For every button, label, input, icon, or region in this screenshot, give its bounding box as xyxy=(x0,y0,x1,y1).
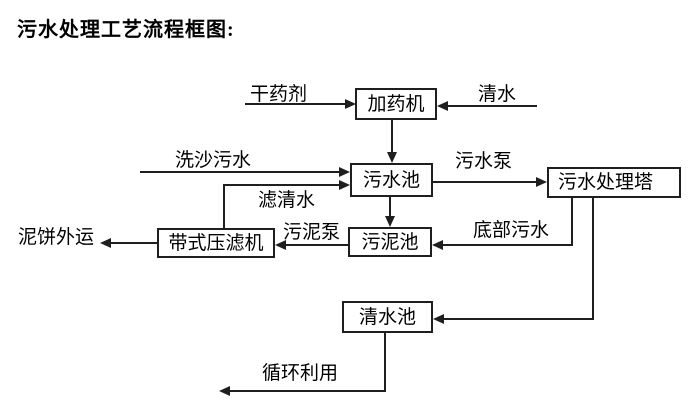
node-sludge-pool: 污泥池 xyxy=(348,227,432,257)
edge-dry-agent-line xyxy=(245,103,346,105)
arrowhead-left-icon xyxy=(100,238,111,248)
node-dosing-machine: 加药机 xyxy=(355,88,437,120)
edge-filtered-water-vert-line xyxy=(223,184,225,228)
label-sludge-pump: 污泥泵 xyxy=(283,222,341,243)
arrowhead-left-icon xyxy=(219,386,230,396)
arrowhead-left-icon xyxy=(437,101,448,111)
edge-tower-to-clean-horiz-line xyxy=(444,318,594,320)
arrowhead-right-icon xyxy=(339,167,350,177)
edge-sand-wash-line xyxy=(140,171,340,173)
label-filtered-water: 滤清水 xyxy=(258,190,316,211)
label-bottom-sewage: 底部污水 xyxy=(473,220,550,241)
edge-bottom-sewage-horiz-line xyxy=(443,244,573,246)
edge-sludge-pump-line xyxy=(286,244,348,246)
edge-tower-to-clean-vert-line xyxy=(592,198,594,320)
edge-recycle-horiz-line xyxy=(230,390,386,392)
arrowhead-down-icon xyxy=(387,152,397,163)
node-treatment-tower: 污水处理塔 xyxy=(547,167,681,198)
label-clean-water: 清水 xyxy=(478,84,517,105)
page-title: 污水处理工艺流程框图: xyxy=(17,19,235,41)
label-sewage-pump: 污水泵 xyxy=(455,151,513,172)
edge-filtered-water-horiz-line xyxy=(223,184,340,186)
edge-sewage-to-sludge-line xyxy=(389,197,391,217)
arrowhead-down-icon xyxy=(385,216,395,227)
label-sand-wash-sewage: 洗沙污水 xyxy=(175,150,252,171)
node-sewage-pool: 污水池 xyxy=(350,163,433,197)
node-belt-filter-press: 带式压滤机 xyxy=(157,228,275,258)
edge-sewage-pump-line xyxy=(433,181,537,183)
arrowhead-left-icon xyxy=(433,314,444,324)
edge-mud-cake-line xyxy=(111,242,157,244)
edge-dosing-to-sewage-line xyxy=(391,120,393,153)
arrowhead-left-icon xyxy=(432,240,443,250)
node-clean-water-pool: 清水池 xyxy=(342,301,433,333)
label-mud-cake-out: 泥饼外运 xyxy=(18,227,95,248)
arrowhead-right-icon xyxy=(339,180,350,190)
edge-clean-water-line xyxy=(448,105,537,107)
arrowhead-left-icon xyxy=(275,240,286,250)
edge-recycle-vert-line xyxy=(384,333,386,392)
arrowhead-right-icon xyxy=(345,99,356,109)
edge-bottom-sewage-vert-line xyxy=(571,198,573,246)
label-recycle: 循环利用 xyxy=(262,363,339,384)
label-dry-agent: 干药剂 xyxy=(250,84,308,105)
arrowhead-right-icon xyxy=(536,177,547,187)
